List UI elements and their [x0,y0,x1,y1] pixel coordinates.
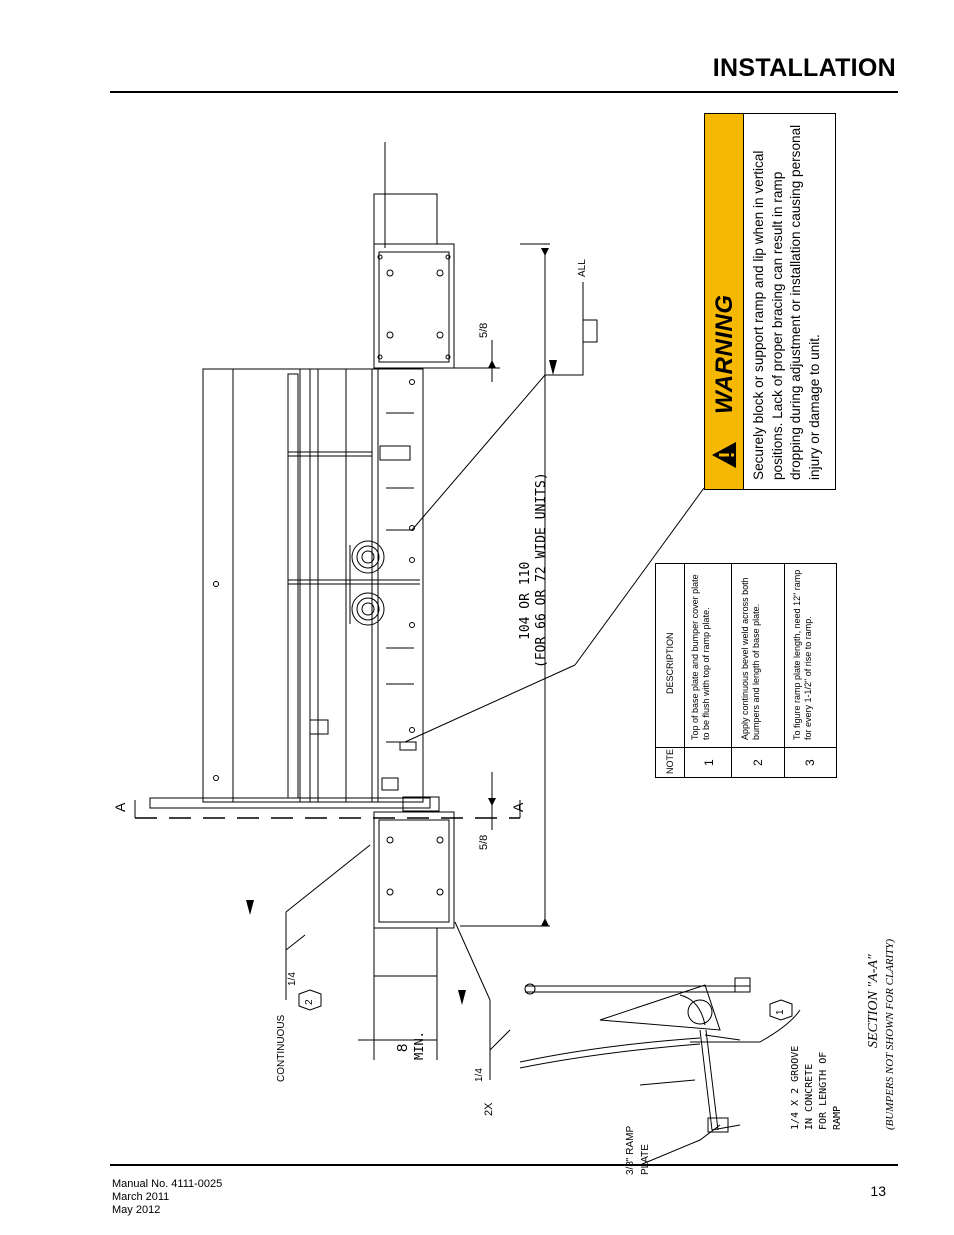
warning-box: WARNING Securely block or support ramp a… [704,113,836,490]
table-row: 1 Top of base plate and bumper cover pla… [685,564,732,777]
groove-label-2: IN CONCRETE [804,1063,815,1130]
notes-divider [656,747,836,748]
notes-table: NOTE DESCRIPTION 1 Top of base plate and… [655,563,837,778]
groove-label: 1/4 X 2 GROOVE [790,1045,801,1130]
weld-quarter-a: 1/4 [287,972,298,986]
dimension-8-min-sub: MIN. [412,1031,426,1060]
section-title: SECTION "A-A" [866,954,881,1048]
page-number: 13 [870,1183,886,1199]
revision-date-2: May 2012 [112,1204,161,1216]
manual-number: Manual No. 4111-0025 [112,1178,223,1190]
weld-all-label: ALL [577,259,588,277]
weld-continuous-label: CONTINUOUS [276,1014,287,1082]
section-marker-right: A [510,802,526,812]
weld-quarter-b: 1/4 [474,1068,485,1082]
footer-info: Manual No. 4111-0025 March 2011 May 2012 [112,1178,222,1217]
warning-body: Securely block or support ramp and lip w… [751,124,822,480]
note-number: 1 [702,759,716,766]
dimension-8-min: 8 [394,1043,411,1052]
groove-label-3: FOR LENGTH OF [818,1051,829,1130]
section-marker-left: A [112,802,128,812]
note-text: Apply continuous bevel weld across both … [740,577,761,740]
footer-rule [110,1164,898,1166]
dimension-5-8-top: 5/8 [478,322,490,338]
dimension-5-8-bottom: 5/8 [478,834,490,850]
note-number: 3 [803,759,817,766]
weld-2x-label: 2X [483,1102,495,1116]
dimension-width-sublabel: (FOR 66 OR 72 WIDE UNITS) [534,472,549,668]
warning-triangle-icon [712,442,736,468]
revision-date-1: March 2011 [112,1191,170,1203]
callout-2: 2 [304,999,315,1005]
dimension-width-label: 104 OR 110 [518,561,533,640]
header-rule [110,91,898,93]
ramp-plate-label-2: PLATE [640,1144,651,1175]
notes-header-column: NOTE DESCRIPTION [656,564,685,777]
note-text: Top of base plate and bumper cover plate… [690,574,711,740]
warning-header: WARNING [705,114,744,489]
notes-header-description: DESCRIPTION [665,632,675,694]
groove-label-4: RAMP [832,1105,843,1130]
section-note: (BUMPERS NOT SHOWN FOR CLARITY) [884,938,896,1130]
callout-1: 1 [775,1009,786,1015]
ramp-plate-label: 3/8" RAMP [625,1125,636,1175]
notes-header-note: NOTE [665,748,675,774]
table-row: 2 Apply continuous bevel weld across bot… [732,564,785,777]
note-text: To figure ramp plate length, need 12" ra… [792,569,813,740]
warning-heading: WARNING [711,294,738,415]
note-number: 2 [751,759,765,766]
table-row: 3 To figure ramp plate length, need 12" … [785,564,835,777]
page-title: INSTALLATION [712,54,896,82]
